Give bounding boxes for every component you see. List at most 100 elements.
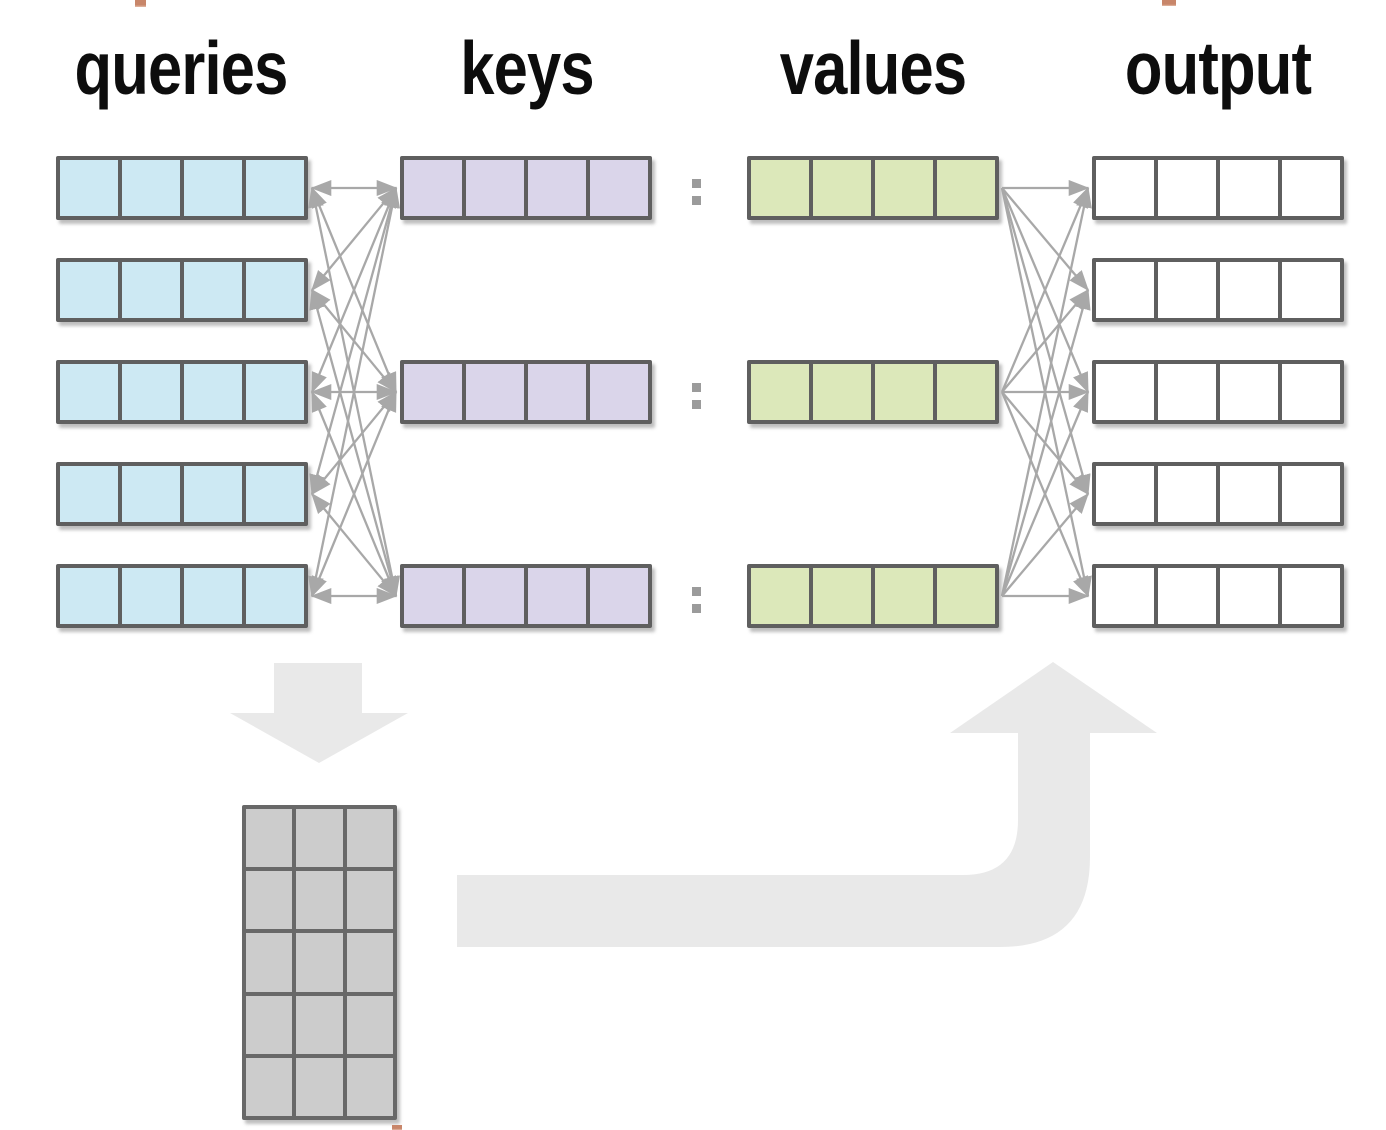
connection-line (1001, 187, 1089, 292)
matrix-cell (346, 995, 393, 1054)
matrix-cell (246, 1057, 293, 1116)
queries-cell (184, 160, 242, 216)
down-block-arrow (230, 663, 408, 763)
values-cell (875, 568, 933, 624)
values-cell (751, 160, 809, 216)
colon-dot (692, 400, 701, 409)
matrix-cell (296, 1057, 343, 1116)
queries-cell (60, 262, 118, 318)
connection-line (1001, 492, 1089, 597)
values-label: values (779, 26, 967, 110)
keys-cell (404, 160, 462, 216)
values-vector-1 (747, 156, 999, 220)
top-left-pink-mark (135, 0, 146, 7)
queries-cell (246, 160, 304, 216)
queries-cell (60, 160, 118, 216)
values-cell (937, 568, 995, 624)
output-cell (1096, 160, 1154, 216)
values-vector-2 (747, 360, 999, 424)
connection-line (309, 186, 399, 496)
queries-cell (60, 466, 118, 522)
queries-cell (246, 466, 304, 522)
matrix-cell (296, 995, 343, 1054)
queries-cell (60, 364, 118, 420)
keys-cell (528, 160, 586, 216)
queries-cell (246, 364, 304, 420)
keys-cell (528, 568, 586, 624)
values-output-arrows (1000, 179, 1092, 605)
attention-matrix (242, 805, 397, 1120)
queries-keys-arrows (308, 179, 400, 605)
connection-line (311, 390, 397, 496)
colon-dot (692, 383, 701, 392)
output-cell (1158, 466, 1216, 522)
keys-vector-1 (400, 156, 652, 220)
matrix-cell (246, 933, 293, 992)
queries-vector-2 (56, 258, 308, 322)
queries-vector-5 (56, 564, 308, 628)
output-cell (1158, 364, 1216, 420)
output-cell (1282, 466, 1340, 522)
queries-vector-4 (56, 462, 308, 526)
colon-dot (692, 196, 701, 205)
connection-line (1001, 288, 1089, 393)
matrix-cell (346, 809, 393, 868)
connection-line (1000, 186, 1090, 393)
queries-cell (122, 364, 180, 420)
elbow-block-arrow (457, 662, 1157, 947)
matrix-cell (346, 1057, 393, 1116)
keys-cell (466, 160, 524, 216)
connection-line (1000, 186, 1092, 597)
queries-vector-3 (56, 360, 308, 424)
matrix-cell (246, 809, 293, 868)
output-cell (1282, 568, 1340, 624)
connection-line (310, 390, 398, 598)
queries-cell (246, 568, 304, 624)
connection-line (1000, 288, 1091, 597)
output-cell (1220, 568, 1278, 624)
values-cell (937, 364, 995, 420)
values-cell (751, 568, 809, 624)
connection-line (311, 186, 397, 292)
matrix-cell (296, 933, 343, 992)
keys-cell (590, 568, 648, 624)
output-cell (1096, 262, 1154, 318)
output-cell (1158, 160, 1216, 216)
values-cell (937, 160, 995, 216)
bottom-pink-mark (392, 1125, 402, 1130)
output-cell (1220, 364, 1278, 420)
queries-cell (184, 364, 242, 420)
values-cell (813, 364, 871, 420)
colon-dot (692, 179, 701, 188)
connection-line (1000, 390, 1090, 597)
output-cell (1282, 160, 1340, 216)
output-cell (1220, 262, 1278, 318)
output-cell (1096, 568, 1154, 624)
queries-cell (184, 466, 242, 522)
matrix-cell (246, 995, 293, 1054)
queries-cell (246, 262, 304, 318)
values-cell (875, 364, 933, 420)
queries-cell (60, 568, 118, 624)
queries-cell (122, 262, 180, 318)
output-vector-5 (1092, 564, 1344, 628)
output-vector-2 (1092, 258, 1344, 322)
values-cell (875, 160, 933, 216)
matrix-cell (296, 871, 343, 930)
keys-vector-2 (400, 360, 652, 424)
keys-cell (590, 160, 648, 216)
keys-cell (590, 364, 648, 420)
queries-cell (122, 160, 180, 216)
queries-label: queries (74, 26, 288, 110)
output-cell (1158, 568, 1216, 624)
colon-dot (692, 587, 701, 596)
matrix-cell (346, 871, 393, 930)
output-label: output (1124, 26, 1312, 110)
keys-cell (466, 568, 524, 624)
output-cell (1220, 160, 1278, 216)
matrix-cell (346, 933, 393, 992)
output-cell (1096, 364, 1154, 420)
values-cell (751, 364, 809, 420)
top-right-pink-mark (1162, 0, 1176, 6)
